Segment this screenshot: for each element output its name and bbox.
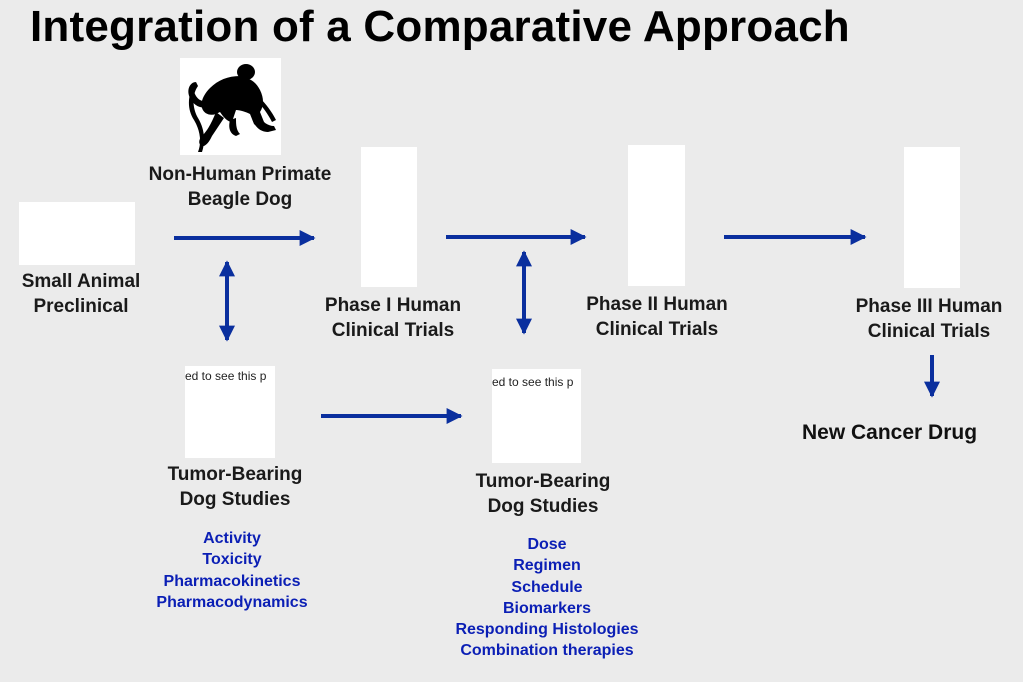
phase3-image — [904, 147, 960, 288]
list-item: Dose — [527, 536, 567, 553]
list-item: Responding Histologies — [455, 621, 639, 639]
list-item: Combination therapies — [460, 642, 634, 660]
small-animal-label: Small Animal Preclinical — [21, 271, 141, 317]
tumor1-image: ed to see this p — [185, 366, 275, 458]
monkey-icon — [180, 58, 281, 155]
new-cancer-drug-label: New Cancer Drug — [802, 421, 978, 444]
image-placeholder-text: ed to see this p — [492, 375, 574, 389]
list-item: Activity — [203, 530, 261, 547]
list-item: Toxicity — [202, 551, 262, 569]
list-item: Pharmacokinetics — [163, 572, 301, 590]
list-item: Biomarkers — [502, 599, 592, 617]
list-item: Schedule — [511, 578, 583, 596]
page-title: Integration of a Comparative Approach — [30, 2, 850, 51]
primate-label: Non-Human Primate Beagle Dog — [148, 164, 332, 210]
phase2-image — [628, 145, 685, 286]
image-placeholder-text: ed to see this p — [185, 369, 267, 383]
phase3-label: Phase III Human Clinical Trials — [855, 296, 1003, 342]
phase1-image — [361, 147, 417, 287]
tumor2-image: ed to see this p — [492, 369, 581, 463]
tumor1-label: Tumor-Bearing Dog Studies — [167, 464, 303, 510]
small-animal-image — [19, 202, 135, 265]
tumor2-list: Dose Regimen Schedule Biomarkers Respond… — [430, 534, 664, 662]
tumor2-label: Tumor-Bearing Dog Studies — [475, 471, 611, 517]
tumor1-list: Activity Toxicity Pharmacokinetics Pharm… — [132, 528, 332, 613]
phase2-label: Phase II Human Clinical Trials — [586, 294, 728, 340]
list-item: Pharmacodynamics — [156, 593, 308, 611]
phase1-label: Phase I Human Clinical Trials — [324, 295, 462, 341]
list-item: Regimen — [513, 557, 581, 575]
